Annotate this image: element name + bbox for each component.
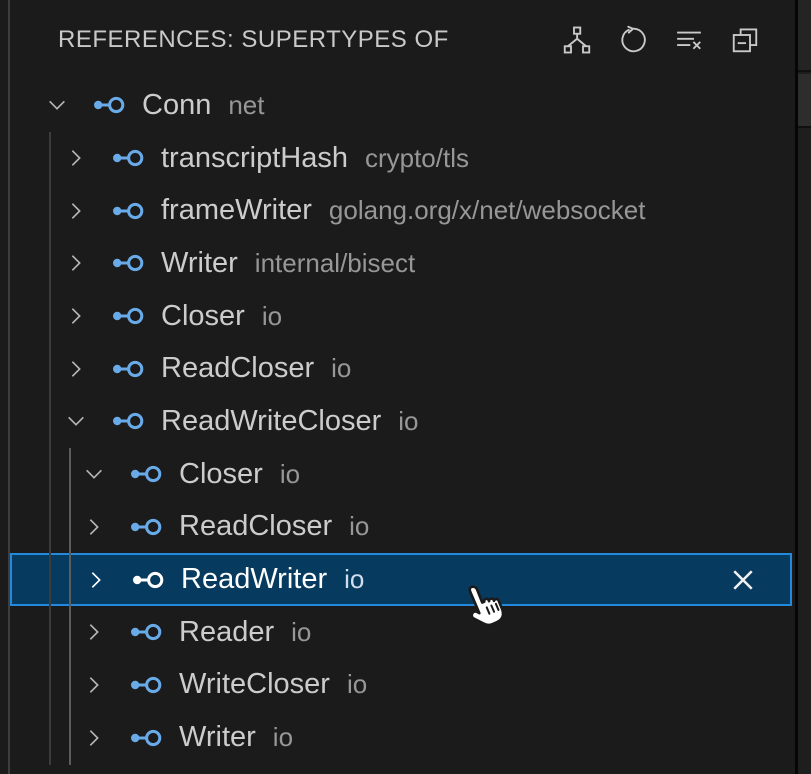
scrollbar-thumb[interactable] <box>798 74 811 128</box>
panel-header: REFERENCES: SUPERTYPES OF <box>10 0 792 79</box>
tree-row-writer[interactable]: Writer io <box>10 711 792 764</box>
row-label: frameWriter <box>161 194 312 227</box>
symbol-interface-icon <box>111 303 145 329</box>
row-description: crypto/tls <box>364 142 469 173</box>
tree-row-readwritecloser[interactable]: ReadWriteCloser io <box>10 395 792 448</box>
chevron-down-icon[interactable] <box>46 92 68 118</box>
chevron-right-icon[interactable] <box>83 672 105 698</box>
row-description: io <box>346 669 368 700</box>
panel-toolbar <box>560 0 762 79</box>
symbol-interface-icon <box>111 145 145 171</box>
chevron-down-icon[interactable] <box>83 461 105 487</box>
row-description: io <box>344 564 365 595</box>
tree-row-readcloser[interactable]: ReadCloser io <box>10 342 792 395</box>
row-description: io <box>349 511 370 542</box>
row-label: ReadWriter <box>181 563 328 596</box>
row-label: ReadCloser <box>161 352 315 385</box>
row-label: Writer <box>179 721 256 754</box>
symbol-interface-icon <box>129 514 163 540</box>
symbol-interface-icon <box>111 250 145 276</box>
tree-row-writer[interactable]: Writer internal/bisect <box>10 237 792 290</box>
symbol-interface-icon <box>111 198 145 224</box>
chevron-right-icon[interactable] <box>83 514 105 540</box>
chevron-right-icon[interactable] <box>65 145 87 171</box>
editor-edge <box>795 0 811 774</box>
chevron-right-icon[interactable] <box>85 567 107 593</box>
row-label: Closer <box>161 299 245 332</box>
chevron-right-icon[interactable] <box>65 250 87 276</box>
editor-edge-segment <box>798 0 811 72</box>
row-description: io <box>291 616 312 647</box>
row-label: WriteCloser <box>179 668 330 701</box>
clear-all-icon[interactable] <box>672 23 706 57</box>
chevron-down-icon[interactable] <box>65 408 87 434</box>
row-label: Closer <box>179 457 263 490</box>
chevron-right-icon[interactable] <box>65 198 87 224</box>
row-description: io <box>261 300 283 331</box>
row-description: net <box>228 89 265 120</box>
symbol-interface-icon <box>129 672 163 698</box>
row-label: ReadWriteCloser <box>161 404 382 437</box>
row-description: io <box>398 405 419 436</box>
symbol-interface-icon <box>129 619 163 645</box>
tree-row-closer[interactable]: Closer io <box>10 448 792 501</box>
row-description: golang.org/x/net/websocket <box>328 195 646 226</box>
row-description: io <box>331 353 352 384</box>
type-hierarchy-icon[interactable] <box>560 23 594 57</box>
tree-row-reader[interactable]: Reader io <box>10 606 792 659</box>
row-label: ReadCloser <box>179 510 333 543</box>
row-description: internal/bisect <box>254 247 416 278</box>
refresh-icon[interactable] <box>616 23 650 57</box>
tree-row-readcloser[interactable]: ReadCloser io <box>10 501 792 554</box>
chevron-right-icon[interactable] <box>65 303 87 329</box>
symbol-interface-icon <box>111 356 145 382</box>
row-description: io <box>272 722 294 753</box>
panel-title: REFERENCES: SUPERTYPES OF <box>58 25 449 53</box>
close-icon[interactable] <box>726 563 760 597</box>
symbol-interface-icon <box>129 725 163 751</box>
tree-row-writecloser[interactable]: WriteCloser io <box>10 659 792 712</box>
chevron-right-icon[interactable] <box>83 725 105 751</box>
row-label: transcriptHash <box>161 141 348 174</box>
symbol-interface-icon <box>131 567 165 593</box>
tree-row-readwriter[interactable]: ReadWriter io <box>10 553 792 606</box>
symbol-interface-icon <box>92 92 126 118</box>
row-label: Writer <box>161 246 238 279</box>
chevron-right-icon[interactable] <box>65 356 87 382</box>
row-description: io <box>279 458 301 489</box>
panel-left-border <box>8 0 10 774</box>
collapse-all-icon[interactable] <box>728 23 762 57</box>
tree-row-transcripthash[interactable]: transcriptHash crypto/tls <box>10 132 792 185</box>
symbol-interface-icon <box>129 461 163 487</box>
row-label: Conn <box>142 88 212 121</box>
tree-row-closer[interactable]: Closer io <box>10 290 792 343</box>
symbol-interface-icon <box>111 408 145 434</box>
chevron-right-icon[interactable] <box>83 619 105 645</box>
tree-row-framewriter[interactable]: frameWriter golang.org/x/net/websocket <box>10 184 792 237</box>
row-label: Reader <box>179 615 275 648</box>
